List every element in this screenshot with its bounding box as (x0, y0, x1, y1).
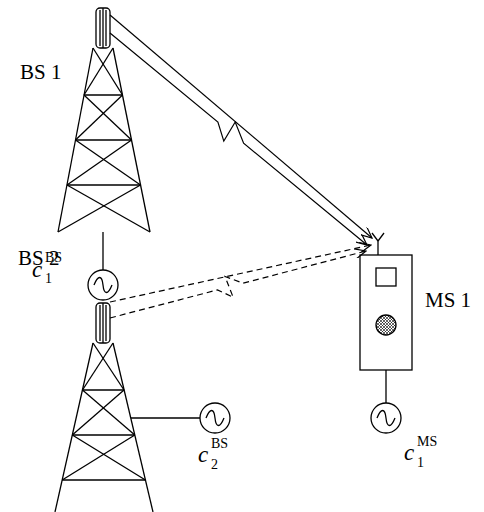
radio-link (110, 251, 366, 318)
clock-subscript: 2 (211, 458, 218, 472)
tower-2 (55, 303, 230, 512)
clock-symbol: c (32, 258, 42, 281)
mobile-station (360, 233, 412, 433)
radio-link (110, 33, 367, 245)
tower-1 (58, 8, 150, 300)
radio-link (110, 15, 372, 238)
clock-subscript: 1 (417, 456, 424, 470)
clock-superscript: MS (417, 435, 437, 449)
mobile-station: MS 1 (355, 228, 477, 373)
station-label: MS 1 (425, 290, 471, 311)
clock-subscript: 1 (45, 272, 52, 286)
radio-link (110, 245, 371, 302)
clock-superscript: BS (45, 251, 62, 265)
base-station: BS 1 (15, 5, 160, 233)
clock-superscript: BS (211, 437, 228, 451)
station-label: BS 1 (20, 62, 61, 83)
clock-symbol: c (404, 441, 414, 464)
clock-symbol: c (198, 443, 208, 466)
